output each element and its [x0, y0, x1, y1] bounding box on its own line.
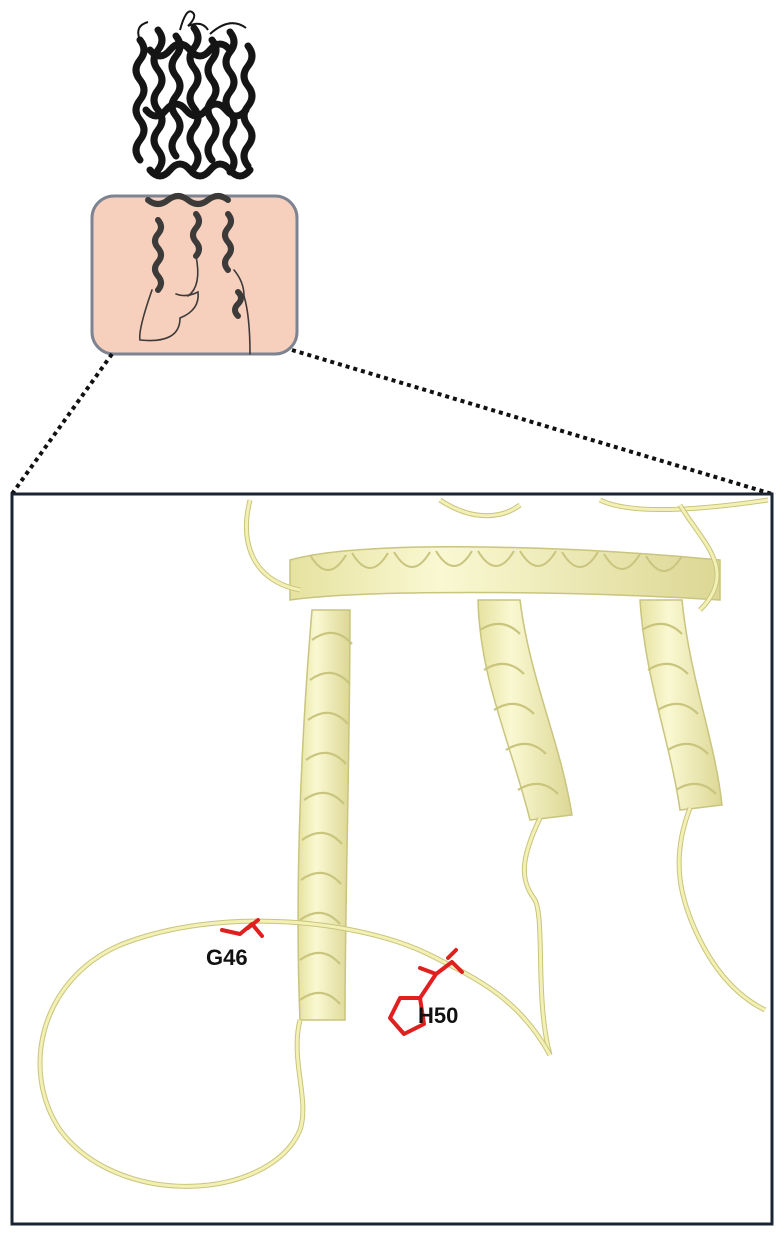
residue-g46-sticks: [220, 918, 264, 938]
overview-transmembrane-bundle: [132, 24, 256, 180]
zoomed-structure: [37, 497, 769, 1189]
loop-coil: [37, 918, 553, 1189]
overview-highlighted-region: [138, 193, 251, 355]
top-helix-band: [244, 497, 769, 612]
helix-left: [297, 609, 353, 1021]
residue-h50-sticks: [388, 948, 464, 1036]
overview-loops: [137, 10, 247, 41]
connector-left: [10, 352, 114, 496]
overview-protein-structure: [132, 10, 256, 180]
residue-label-h50: H50: [418, 1003, 459, 1028]
residue-label-g46: G46: [206, 945, 248, 970]
helix-middle: [477, 599, 573, 1056]
helix-right: [639, 599, 767, 1013]
connector-right: [291, 348, 773, 496]
highlight-box: [90, 194, 299, 356]
